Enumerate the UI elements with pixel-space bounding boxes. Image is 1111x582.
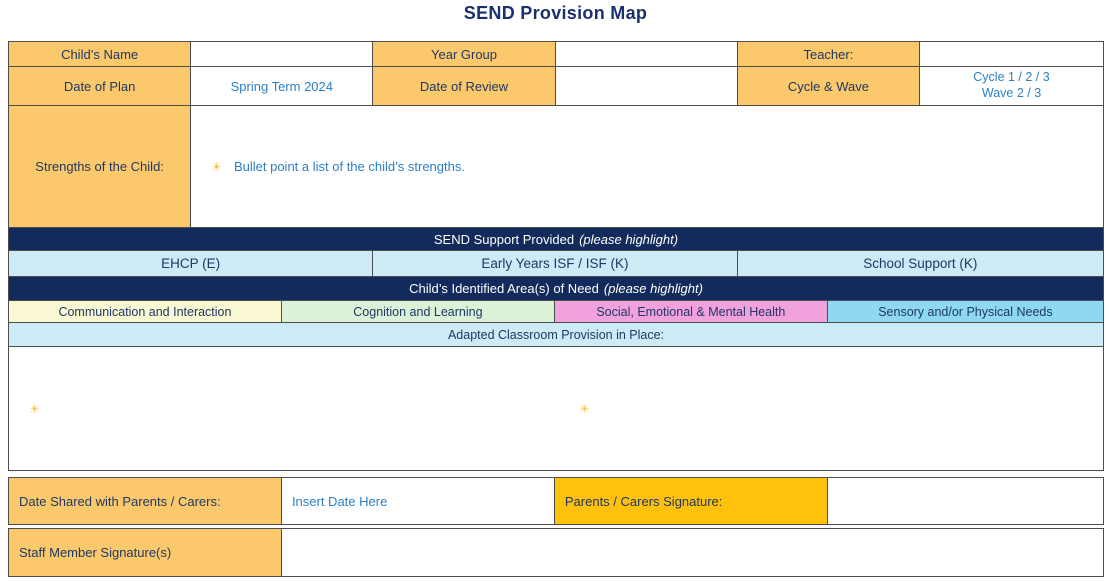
date-of-review-label: Date of Review <box>373 67 556 105</box>
areas-of-need-header-row: Child’s Identified Area(s) of Need (plea… <box>9 277 1103 301</box>
strengths-row: Strengths of the Child: ☀ Bullet point a… <box>9 106 1103 228</box>
cycle-wave-line2: Wave 2 / 3 <box>981 86 1042 100</box>
send-support-header-row: SEND Support Provided (please highlight) <box>9 228 1103 251</box>
sun-bullet-icon: ☀ <box>29 401 40 416</box>
areas-of-need-header-note: (please highlight) <box>603 281 703 296</box>
adapted-provision-input-area[interactable]: ☀ ☀ <box>9 347 1103 470</box>
send-support-header-text: SEND Support Provided <box>433 231 575 247</box>
staff-signature-table: Staff Member Signature(s) <box>8 528 1104 577</box>
staff-signature-label: Staff Member Signature(s) <box>9 529 282 576</box>
year-group-label: Year Group <box>373 42 556 66</box>
staff-signature-value[interactable] <box>282 529 1103 576</box>
teacher-label: Teacher: <box>737 42 921 66</box>
adapted-provision-body-row: ☀ ☀ <box>9 347 1103 470</box>
page-title: SEND Provision Map <box>463 3 648 23</box>
support-option-ehcp[interactable]: EHCP (E) <box>9 251 374 276</box>
staff-signature-row: Staff Member Signature(s) <box>9 529 1103 576</box>
strengths-placeholder: Bullet point a list of the child’s stren… <box>233 159 465 174</box>
info-row-1: Child’s Name Year Group Teacher: <box>9 42 1103 67</box>
sun-bullet-icon: ☀ <box>579 401 590 416</box>
strengths-input-area[interactable]: ☀ Bullet point a list of the child’s str… <box>191 106 1103 227</box>
date-of-plan-value[interactable]: Spring Term 2024 <box>191 67 374 105</box>
cycle-wave-value[interactable]: Cycle 1 / 2 / 3 Wave 2 / 3 <box>920 67 1103 105</box>
parents-signature-label: Parents / Carers Signature: <box>554 478 828 524</box>
strengths-label: Strengths of the Child: <box>9 106 192 227</box>
childs-name-value[interactable] <box>191 42 374 66</box>
area-option-sensory-physical[interactable]: Sensory and/or Physical Needs <box>827 301 1103 322</box>
area-option-social-emotional-mental-health[interactable]: Social, Emotional & Mental Health <box>554 301 828 322</box>
date-shared-table: Date Shared with Parents / Carers: Inser… <box>8 477 1104 525</box>
support-option-early-years-isf[interactable]: Early Years ISF / ISF (K) <box>373 251 738 276</box>
date-shared-row: Date Shared with Parents / Carers: Inser… <box>9 478 1103 524</box>
areas-of-need-options-row: Communication and Interaction Cognition … <box>9 301 1103 323</box>
date-shared-value[interactable]: Insert Date Here <box>282 478 555 524</box>
date-of-review-value[interactable] <box>556 67 738 105</box>
date-shared-label: Date Shared with Parents / Carers: <box>9 478 282 524</box>
date-of-plan-label: Date of Plan <box>9 67 192 105</box>
areas-of-need-header-text: Child’s Identified Area(s) of Need <box>409 281 599 296</box>
sun-bullet-icon: ☀ <box>211 159 222 174</box>
send-support-header-note: (please highlight) <box>579 231 679 247</box>
adapted-provision-header: Adapted Classroom Provision in Place: <box>9 323 1103 346</box>
areas-of-need-header: Child’s Identified Area(s) of Need (plea… <box>9 277 1103 300</box>
adapted-provision-header-row: Adapted Classroom Provision in Place: <box>9 323 1103 347</box>
area-option-communication-interaction[interactable]: Communication and Interaction <box>9 301 282 322</box>
teacher-value[interactable] <box>920 42 1103 66</box>
support-option-school-support[interactable]: School Support (K) <box>737 251 1103 276</box>
send-support-header: SEND Support Provided (please highlight) <box>9 228 1103 250</box>
year-group-value[interactable] <box>556 42 738 66</box>
childs-name-label: Child’s Name <box>9 42 192 66</box>
cycle-wave-line1: Cycle 1 / 2 / 3 <box>973 70 1050 85</box>
area-option-cognition-learning[interactable]: Cognition and Learning <box>281 301 555 322</box>
cycle-wave-label: Cycle & Wave <box>737 67 921 105</box>
send-support-options-row: EHCP (E) Early Years ISF / ISF (K) Schoo… <box>9 251 1103 277</box>
info-row-2: Date of Plan Spring Term 2024 Date of Re… <box>9 67 1103 106</box>
provision-map-table: Child’s Name Year Group Teacher: Date of… <box>8 41 1104 471</box>
parents-signature-value[interactable] <box>828 478 1103 524</box>
